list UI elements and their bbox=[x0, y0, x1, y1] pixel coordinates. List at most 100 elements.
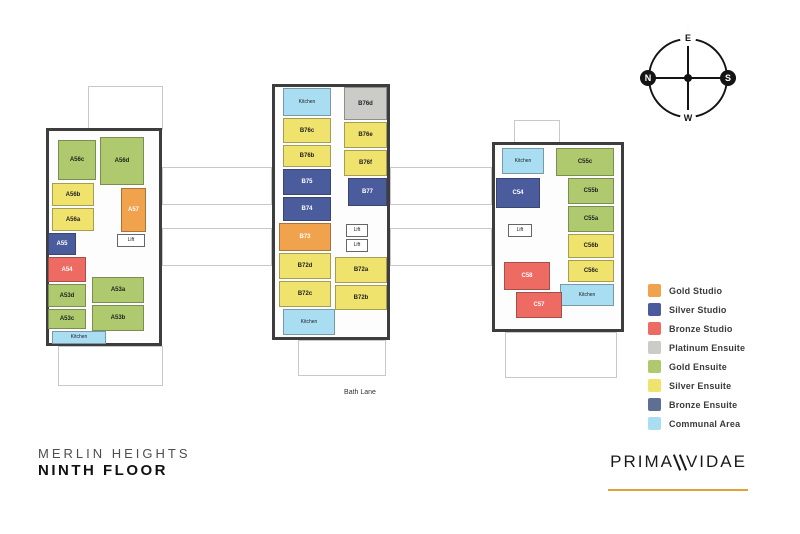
room-b72b-label: B72b bbox=[353, 294, 369, 301]
kitchen-b-top-label: Kitchen bbox=[298, 98, 316, 105]
room-c56b[interactable]: C56b bbox=[568, 234, 614, 258]
silver-studio-swatch bbox=[648, 303, 661, 316]
lift-c-label: Lift bbox=[516, 227, 524, 233]
gold-studio-swatch bbox=[648, 284, 661, 297]
room-a53b[interactable]: A53b bbox=[92, 305, 144, 331]
room-a56a[interactable]: A56a bbox=[52, 208, 94, 231]
legend-item-silver-studio: Silver Studio bbox=[648, 303, 745, 316]
room-a56d[interactable]: A56d bbox=[100, 137, 144, 185]
compass-north-marker: N bbox=[640, 70, 656, 86]
room-a56d-label: A56d bbox=[114, 158, 130, 164]
kitchen-c-bottom: Kitchen bbox=[560, 284, 614, 306]
kitchen-c-top: Kitchen bbox=[502, 148, 544, 174]
lift-b-1-label: Lift bbox=[353, 227, 361, 233]
gold-ensuite-label: Gold Ensuite bbox=[669, 361, 727, 372]
room-c55b[interactable]: C55b bbox=[568, 178, 614, 204]
room-b76b-label: B76b bbox=[299, 153, 315, 159]
lift-b-1: Lift bbox=[346, 224, 368, 237]
room-a53d[interactable]: A53d bbox=[48, 284, 86, 307]
block-c-shell-bottom bbox=[505, 332, 617, 378]
kitchen-b-bottom: Kitchen bbox=[283, 309, 335, 335]
connector-ab-lower bbox=[162, 228, 272, 266]
compass: E N S W bbox=[640, 30, 736, 126]
gold-studio-label: Gold Studio bbox=[669, 285, 723, 296]
room-b76e[interactable]: B76e bbox=[344, 122, 387, 148]
room-a53c[interactable]: A53c bbox=[48, 309, 86, 329]
legend-item-gold-ensuite: Gold Ensuite bbox=[648, 360, 745, 373]
room-a57[interactable]: A57 bbox=[121, 188, 146, 232]
legend-item-bronze-ensuite: Bronze Ensuite bbox=[648, 398, 745, 411]
room-a54-label: A54 bbox=[61, 266, 73, 273]
room-c55a[interactable]: C55a bbox=[568, 206, 614, 232]
room-c55c-label: C55c bbox=[577, 159, 593, 165]
kitchen-a: Kitchen bbox=[52, 331, 106, 344]
room-b72c[interactable]: B72c bbox=[279, 281, 331, 307]
room-b76d-label: B76d bbox=[358, 100, 373, 107]
lift-b-2: Lift bbox=[346, 239, 368, 252]
block-a-shell-bottom bbox=[58, 346, 163, 386]
block-a-shell-top bbox=[88, 86, 163, 130]
room-a53b-label: A53b bbox=[110, 315, 126, 321]
room-a53a-label: A53a bbox=[110, 287, 126, 293]
room-a56b[interactable]: A56b bbox=[52, 183, 94, 206]
room-a53d-label: A53d bbox=[59, 292, 75, 299]
room-b75[interactable]: B75 bbox=[283, 169, 331, 195]
platinum-ensuite-swatch bbox=[648, 341, 661, 354]
room-c58[interactable]: C58 bbox=[504, 262, 550, 290]
bronze-ensuite-label: Bronze Ensuite bbox=[669, 399, 738, 410]
room-b74-label: B74 bbox=[301, 206, 313, 212]
room-b77[interactable]: B77 bbox=[348, 178, 387, 206]
kitchen-b-bottom-label: Kitchen bbox=[300, 318, 318, 325]
room-a55[interactable]: A55 bbox=[48, 233, 76, 255]
block-b-shell-bottom bbox=[298, 340, 386, 376]
room-b76f-label: B76f bbox=[358, 160, 372, 166]
room-b74[interactable]: B74 bbox=[283, 197, 331, 221]
room-b76c[interactable]: B76c bbox=[283, 118, 331, 143]
room-c57-label: C57 bbox=[533, 302, 545, 308]
room-c55c[interactable]: C55c bbox=[556, 148, 614, 176]
room-a56c[interactable]: A56c bbox=[58, 140, 96, 180]
room-c54-label: C54 bbox=[512, 190, 524, 196]
bronze-studio-label: Bronze Studio bbox=[669, 323, 733, 334]
connector-bc-upper bbox=[390, 167, 492, 205]
legend-item-platinum-ensuite: Platinum Ensuite bbox=[648, 341, 745, 354]
room-c56c-label: C56c bbox=[583, 268, 599, 274]
room-b75-label: B75 bbox=[301, 179, 313, 185]
brand-word-left: PRIMA bbox=[610, 452, 674, 471]
room-c54[interactable]: C54 bbox=[496, 178, 540, 208]
silver-studio-label: Silver Studio bbox=[669, 304, 727, 315]
room-b76d[interactable]: B76d bbox=[344, 87, 387, 120]
compass-center-dot bbox=[684, 74, 692, 82]
room-b76f[interactable]: B76f bbox=[344, 150, 387, 176]
room-a53a[interactable]: A53a bbox=[92, 277, 144, 303]
room-b76b[interactable]: B76b bbox=[283, 145, 331, 167]
lift-a: Lift bbox=[117, 234, 145, 247]
street-label-bath-lane: Bath Lane bbox=[344, 389, 376, 396]
lift-a-label: Lift bbox=[127, 237, 135, 243]
room-c56b-label: C56b bbox=[583, 243, 599, 249]
room-c57[interactable]: C57 bbox=[516, 292, 562, 318]
legend-item-silver-ensuite: Silver Ensuite bbox=[648, 379, 745, 392]
room-b73[interactable]: B73 bbox=[279, 223, 331, 251]
room-b76c-label: B76c bbox=[299, 127, 315, 134]
room-b72d[interactable]: B72d bbox=[279, 253, 331, 279]
communal-area-label: Communal Area bbox=[669, 418, 741, 429]
kitchen-c-bottom-label: Kitchen bbox=[578, 291, 596, 298]
building-name: MERLIN HEIGHTS bbox=[38, 446, 191, 461]
kitchen-c-top-label: Kitchen bbox=[514, 157, 532, 164]
room-b72a[interactable]: B72a bbox=[335, 257, 387, 283]
room-c56c[interactable]: C56c bbox=[568, 260, 614, 282]
room-a54[interactable]: A54 bbox=[48, 257, 86, 282]
gold-ensuite-swatch bbox=[648, 360, 661, 373]
room-b72a-label: B72a bbox=[353, 267, 369, 273]
room-b77-label: B77 bbox=[361, 189, 373, 195]
room-b72c-label: B72c bbox=[297, 291, 313, 297]
compass-east-marker: E bbox=[680, 30, 696, 46]
room-a55-label: A55 bbox=[56, 241, 68, 247]
room-b72b[interactable]: B72b bbox=[335, 285, 387, 310]
room-c55a-label: C55a bbox=[583, 216, 599, 222]
kitchen-b-top: Kitchen bbox=[283, 88, 331, 116]
compass-south-marker: S bbox=[720, 70, 736, 86]
room-c58-label: C58 bbox=[521, 273, 533, 279]
